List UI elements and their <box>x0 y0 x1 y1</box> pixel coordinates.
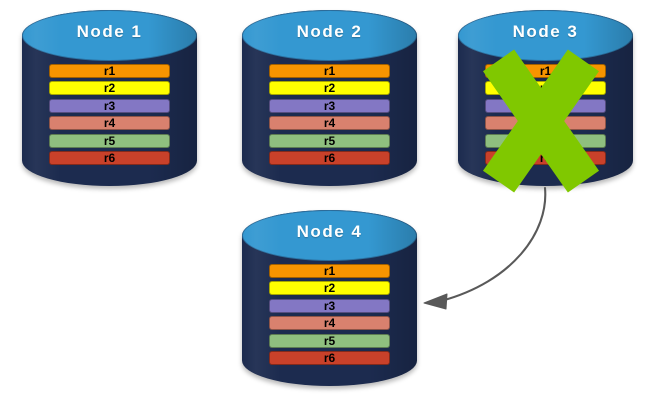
node-1-row-r1: r1 <box>49 63 170 78</box>
node-4-row-r5: r5 <box>269 333 390 348</box>
node-2-label: Node 2 <box>296 22 363 42</box>
node-3-row-r1: r1 <box>485 63 606 78</box>
node-3-row-r4: r4 <box>485 116 606 131</box>
connector-arrowhead-icon <box>423 293 448 310</box>
node-3[interactable]: Node 3 r1 r2 r3 r4 r5 r6 <box>458 10 633 186</box>
node-4-label: Node 4 <box>296 222 363 242</box>
node-1-cylinder-top <box>22 10 197 62</box>
node-2-row-r4: r4 <box>269 116 390 131</box>
node-4-row-r1: r1 <box>269 263 390 278</box>
node-1-row-r5: r5 <box>49 133 170 148</box>
node-1-row-r4: r4 <box>49 116 170 131</box>
node-4-cylinder-top <box>242 210 417 262</box>
node-1-rows: r1 r2 r3 r4 r5 r6 <box>49 63 170 166</box>
node-1-row-r6: r6 <box>49 151 170 166</box>
node-1[interactable]: Node 1 r1 r2 r3 r4 r5 r6 <box>22 10 197 186</box>
node-2-row-r6: r6 <box>269 151 390 166</box>
node-4-row-r2: r2 <box>269 281 390 296</box>
node-3-label: Node 3 <box>512 22 579 42</box>
node-4-row-r3: r3 <box>269 298 390 313</box>
node-3-rows: r1 r2 r3 r4 r5 r6 <box>485 63 606 166</box>
node-2-row-r2: r2 <box>269 81 390 96</box>
node-3-row-r3: r3 <box>485 98 606 113</box>
node-1-row-r2: r2 <box>49 81 170 96</box>
connector-path <box>439 186 547 303</box>
node-1-label: Node 1 <box>76 22 143 42</box>
node-2[interactable]: Node 2 r1 r2 r3 r4 r5 r6 <box>242 10 417 186</box>
node-4-row-r4: r4 <box>269 316 390 331</box>
node-2-row-r1: r1 <box>269 63 390 78</box>
node-2-cylinder-top <box>242 10 417 62</box>
node-1-row-r3: r3 <box>49 98 170 113</box>
node-3-row-r2: r2 <box>485 81 606 96</box>
node-4-rows: r1 r2 r3 r4 r5 r6 <box>269 263 390 366</box>
node-3-row-r6: r6 <box>485 151 606 166</box>
node-3-row-r5: r5 <box>485 133 606 148</box>
node-2-row-r5: r5 <box>269 133 390 148</box>
node-4-row-r6: r6 <box>269 351 390 366</box>
node-2-row-r3: r3 <box>269 98 390 113</box>
node-4[interactable]: Node 4 r1 r2 r3 r4 r5 r6 <box>242 210 417 386</box>
node-2-rows: r1 r2 r3 r4 r5 r6 <box>269 63 390 166</box>
